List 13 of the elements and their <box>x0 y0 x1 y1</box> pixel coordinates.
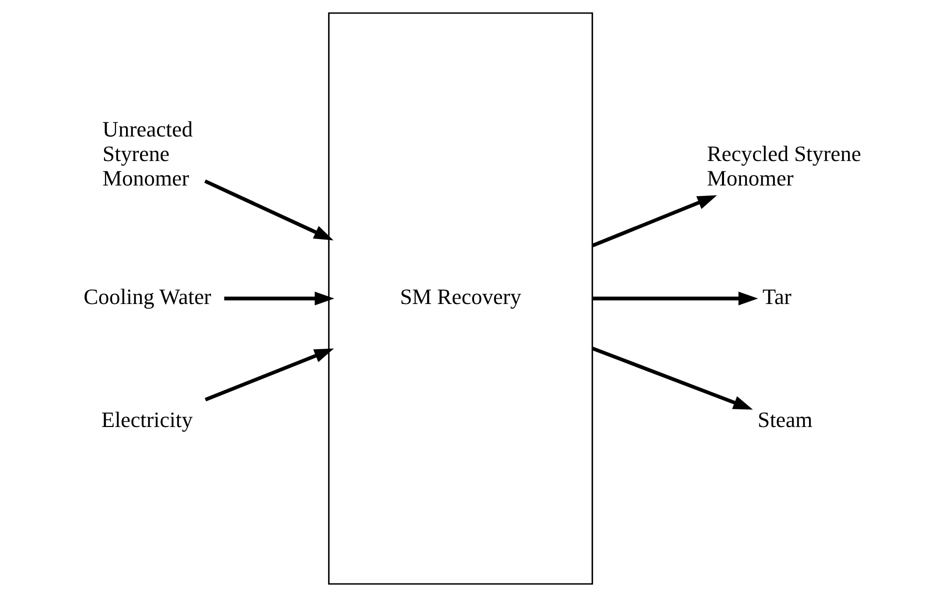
node-text: Recycled Styrene Monomer <box>706 141 861 191</box>
arrow <box>591 346 752 410</box>
arrow <box>204 348 334 402</box>
node-text: Cooling Water <box>83 284 211 309</box>
node-text: Tar <box>762 284 791 309</box>
node-box: SM Recovery <box>328 12 593 585</box>
node-text: Steam <box>757 407 812 432</box>
arrow <box>592 292 758 306</box>
arrow <box>591 195 717 248</box>
arrow <box>204 179 334 240</box>
node-text: Electricity <box>100 407 192 432</box>
node-text: Unreacted Styrene Monomer <box>102 116 192 191</box>
arrow <box>224 292 334 306</box>
